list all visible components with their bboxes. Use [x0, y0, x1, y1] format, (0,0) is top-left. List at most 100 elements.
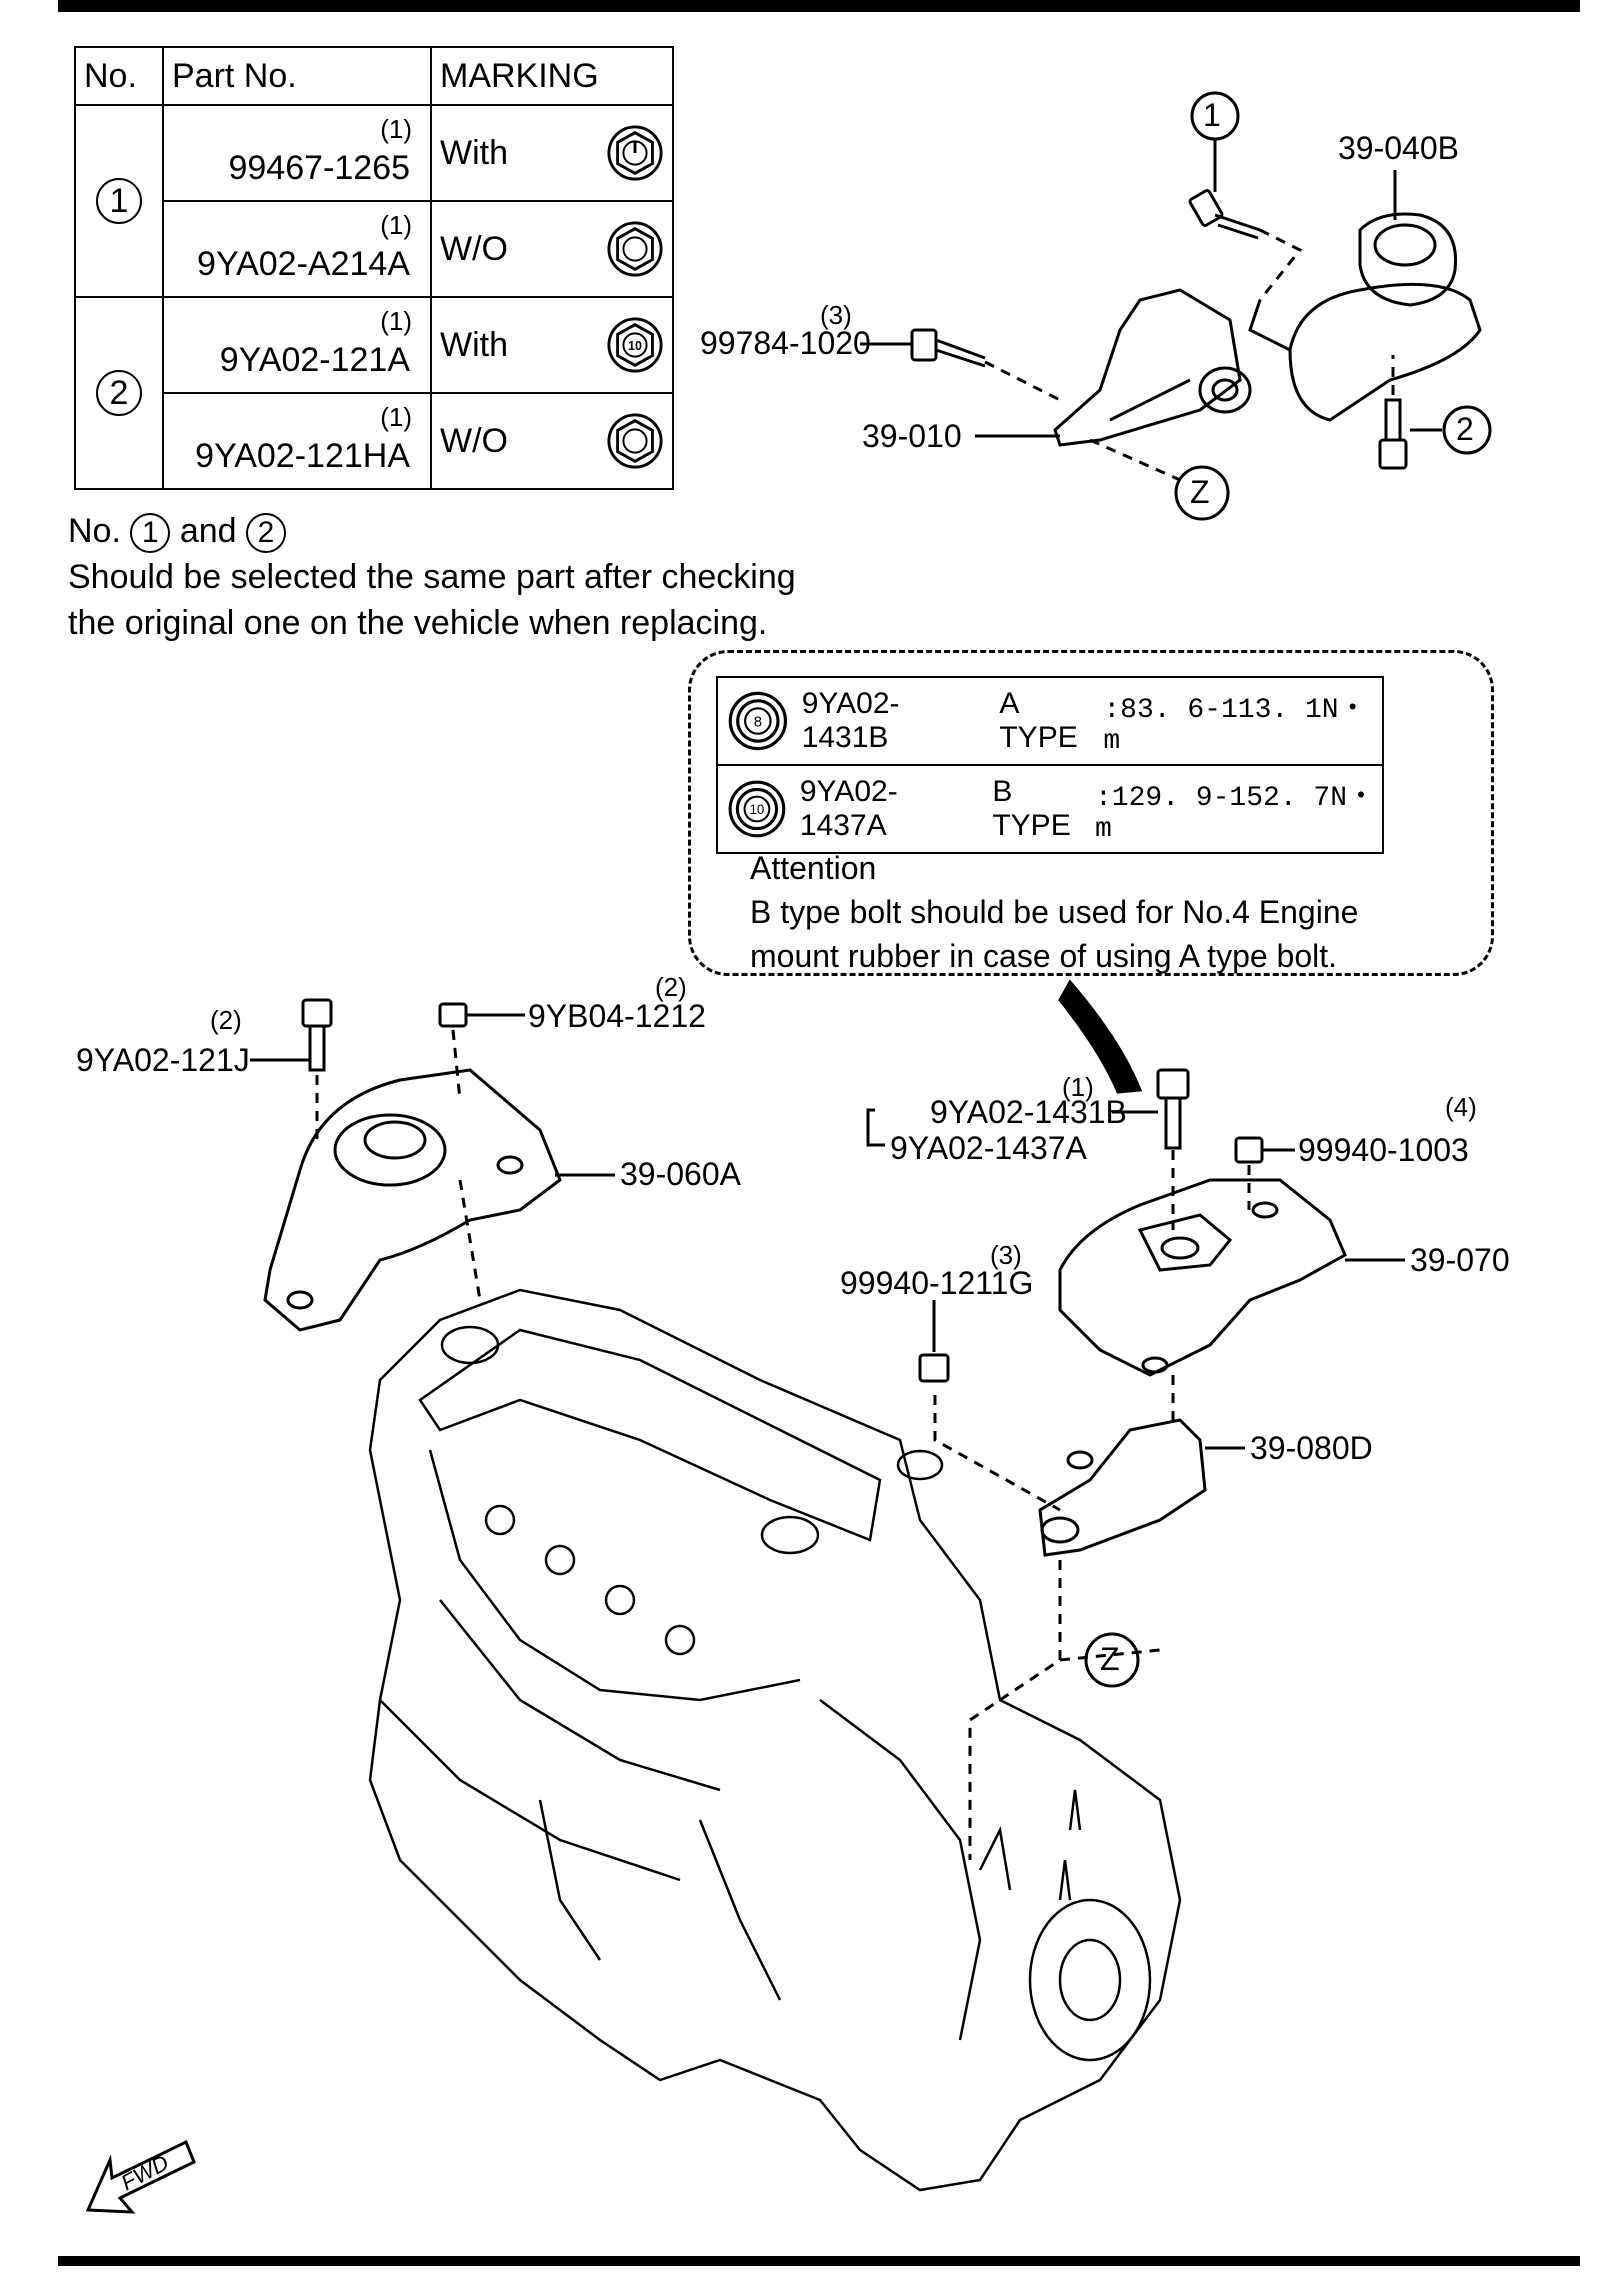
torque-part-number: 9YA02-1431B — [801, 687, 900, 754]
qty-99784: (3) — [820, 300, 852, 330]
fwd-arrow-icon — [85, 2139, 196, 2214]
callout-circle-z-bottom — [1084, 1632, 1140, 1688]
marking-cell: W/O — [430, 200, 674, 298]
note-line-3: the original one on the vehicle when rep… — [68, 604, 768, 642]
part-cell: (1) 9YA02-121A — [162, 296, 432, 394]
qty-99940-1003: (4) — [1445, 1092, 1477, 1122]
bolt-mark-8-icon: 8 — [728, 691, 788, 751]
marking-cell: With 10 — [430, 296, 674, 394]
attention-line-2: mount rubber in case of using A type bol… — [750, 938, 1338, 974]
qty-label: (1) — [380, 210, 412, 240]
label-39-060A: 39-060A — [620, 1156, 741, 1192]
part-cell: (1) 99467-1265 — [162, 104, 432, 202]
torque-row-a: 8 9YA02-1431B A TYPE :83. 6-113. 1N・m — [718, 678, 1382, 766]
bolt-9YA02-121J-icon — [301, 998, 333, 1072]
label-99940-1211G: 99940-1211G — [840, 1265, 1034, 1301]
group-cell: 2 — [74, 296, 164, 490]
callout-number-2: 2 — [1456, 411, 1474, 447]
selection-note: No. 1 and 2 Should be selected the same … — [68, 508, 796, 646]
torque-row-b: 10 9YA02-1437A B TYPE :129. 9-152. 7N・m — [718, 766, 1382, 852]
header-marking: MARKING — [430, 46, 674, 106]
svg-text:8: 8 — [754, 714, 762, 730]
table-row: 2 (1) 9YA02-121A With 10 — [74, 296, 674, 490]
nut-99940-1003-icon — [1234, 1136, 1264, 1164]
callout-circle-1 — [1190, 91, 1240, 141]
bolt-1-icon — [1188, 189, 1261, 240]
top-rule — [58, 0, 1580, 12]
callout-leaders — [860, 140, 1442, 438]
table-row: 1 (1) 99467-1265 With — [74, 104, 674, 298]
torque-table: 8 9YA02-1431B A TYPE :83. 6-113. 1N・m 10… — [716, 676, 1384, 854]
label-39-080D: 39-080D — [1250, 1430, 1373, 1466]
label-39-010: 39-010 — [862, 418, 962, 454]
alternate-bracket-leader — [866, 1108, 885, 1147]
mount-39-070 — [1058, 1178, 1347, 1377]
table-header-row: No. Part No. MARKING — [74, 46, 674, 106]
marked-bolt-head-icon — [607, 125, 663, 181]
marked-bolt-head-10-icon: 10 — [607, 317, 663, 373]
part-number: 9YA02-121A — [219, 340, 410, 379]
marking-table: No. Part No. MARKING 1 (1) 99467-1265 Wit… — [74, 46, 674, 490]
marking-cell: W/O — [430, 392, 674, 490]
note-prefix: No. — [68, 512, 121, 550]
right-leaders — [933, 1150, 1251, 1860]
label-39-070: 39-070 — [1410, 1242, 1510, 1278]
part-cell: (1) 9YA02-A214A — [162, 200, 432, 298]
callout-z-top: Z — [1190, 474, 1210, 510]
nut-99940-1211G-icon — [918, 1353, 950, 1383]
attention-note: Attention B type bolt should be used for… — [750, 846, 1358, 978]
nut-9YB04-1212-icon — [438, 1002, 468, 1028]
torque-value: :83. 6-113. 1N・m — [1103, 694, 1367, 757]
qty-label: (1) — [380, 306, 412, 336]
torque-type: B TYPE — [992, 775, 1071, 842]
engine-assembly — [368, 1288, 1182, 2192]
part-number: 99467-1265 — [228, 148, 410, 187]
part-number: 9YA02-A214A — [197, 244, 410, 283]
callout-circle-2 — [1442, 405, 1492, 455]
torque-value: :129. 9-152. 7N・m — [1094, 782, 1376, 845]
bolt-mark-10-icon: 10 — [728, 780, 786, 838]
note-line-2: Should be selected the same part after c… — [68, 558, 796, 596]
callout-z-bottom: Z — [1100, 1641, 1120, 1677]
attention-line-1: B type bolt should be used for No.4 Engi… — [750, 894, 1359, 930]
group-number: 2 — [96, 370, 142, 416]
svg-text:10: 10 — [749, 802, 764, 817]
plain-bolt-head-icon — [607, 221, 663, 277]
bracket-39-080D — [1038, 1418, 1207, 1557]
qty-9YB04: (2) — [655, 972, 687, 1002]
bracket-39-010 — [1053, 288, 1252, 447]
table-row: (1) 9YA02-A214A W/O — [75, 200, 674, 298]
torque-part-number: 9YA02-1437A — [799, 775, 898, 842]
note-and: and — [179, 512, 237, 550]
bolt-2-icon — [1378, 398, 1408, 470]
left-leaders — [315, 1029, 482, 1301]
header-no: No. — [74, 46, 164, 106]
note-circle-2: 2 — [246, 513, 287, 553]
group-number: 1 — [96, 178, 142, 224]
qty-label: (1) — [380, 402, 412, 432]
torque-pointer-arrow — [1058, 979, 1143, 1094]
bottom-rule — [58, 2256, 1580, 2266]
marking-label: W/O — [440, 421, 508, 460]
bolt-99784-icon — [910, 328, 986, 368]
mount-39-040B — [1248, 212, 1482, 422]
header-part-no: Part No. — [162, 46, 432, 106]
plain-bolt-head-icon — [607, 413, 663, 469]
svg-text:10: 10 — [628, 339, 642, 353]
torque-callout-box — [688, 650, 1494, 976]
label-99784-1020: 99784-1020 — [700, 325, 871, 361]
marking-label: With — [440, 325, 508, 364]
note-circle-1: 1 — [130, 513, 171, 553]
label-99940-1003: 99940-1003 — [1298, 1132, 1469, 1168]
bolt-9YA02-1431B-icon — [1156, 1068, 1190, 1150]
label-9YA02-121J: 9YA02-121J — [76, 1042, 250, 1078]
label-9YA02-1437A: 9YA02-1437A — [890, 1130, 1087, 1166]
marking-cell: With — [430, 104, 674, 202]
assembly-leaders — [984, 228, 1395, 482]
qty-1431B: (1) — [1062, 1072, 1094, 1102]
qty-label: (1) — [380, 114, 412, 144]
qty-99940-1211G: (3) — [990, 1240, 1022, 1270]
part-cell: (1)9YA02-121HA — [162, 392, 432, 490]
marking-label: With — [440, 133, 508, 172]
